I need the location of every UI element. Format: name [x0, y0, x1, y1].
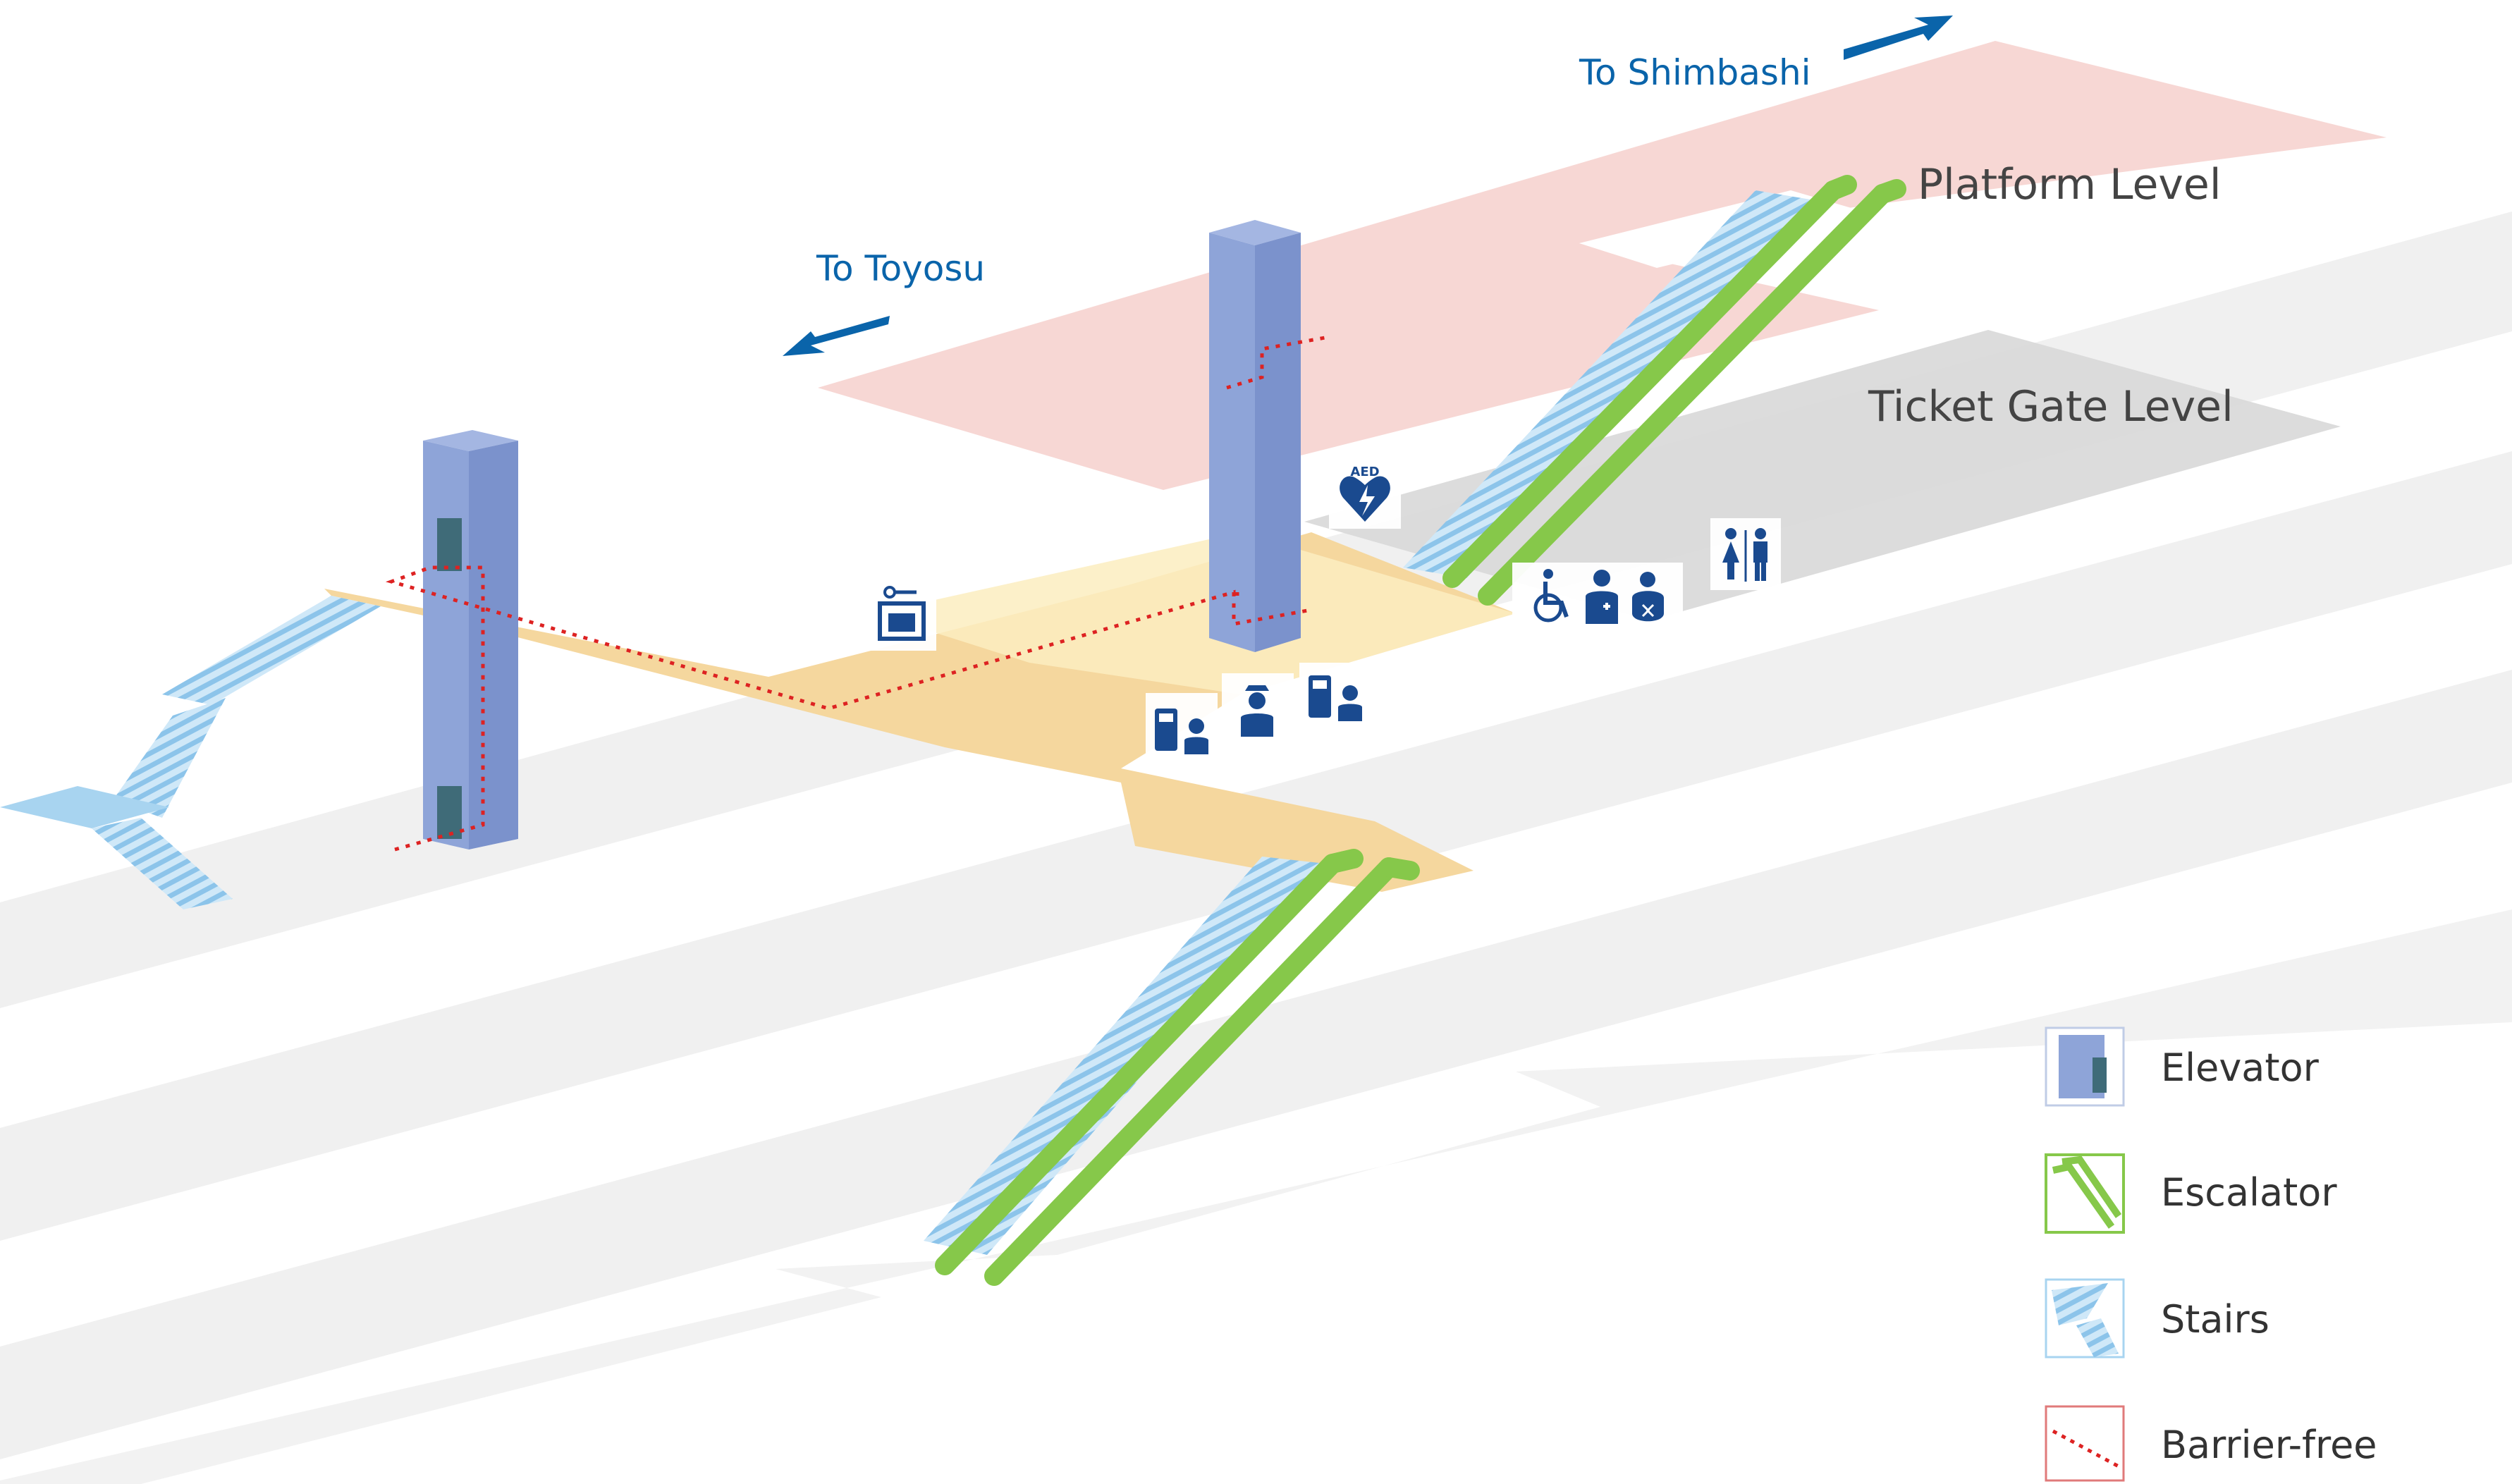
- upper-escalator: [1442, 175, 1906, 606]
- upper-stairs: [1403, 190, 1819, 578]
- aed-icon: AED: [1329, 457, 1401, 529]
- locker-icon: [866, 578, 936, 651]
- ticket-gate-level-plane: [1304, 330, 2341, 620]
- legend-elevator: Elevator: [2045, 1026, 2320, 1107]
- svg-text:AED: AED: [1350, 465, 1379, 479]
- legend-escalator: Escalator: [2045, 1153, 2337, 1234]
- arrow-northeast-icon: [1844, 16, 1953, 60]
- barrier-free-route: [385, 335, 1330, 852]
- to-toyosu: To Toyosu: [783, 248, 985, 356]
- direction-label-toyosu: To Toyosu: [816, 248, 985, 289]
- multipurpose-toilet-icon: [1512, 563, 1683, 633]
- legend-escalator-label: Escalator: [2161, 1170, 2337, 1215]
- legend-stairs: Stairs: [2045, 1278, 2269, 1359]
- station-staff-icon: [1222, 673, 1294, 745]
- legend-stairs-label: Stairs: [2161, 1297, 2269, 1342]
- arrow-southwest-icon: [783, 316, 890, 356]
- to-shimbashi: To Shimbashi: [1579, 16, 1953, 93]
- left-stairs: [0, 596, 381, 909]
- restroom-icon: [1710, 518, 1781, 590]
- lower-escalator: [935, 849, 1420, 1286]
- center-elevator: [1209, 220, 1301, 652]
- legend-barrier-free: Barrier-free: [2045, 1405, 2377, 1482]
- legend-elevator-label: Elevator: [2161, 1045, 2320, 1090]
- lower-stairs: [924, 857, 1325, 1255]
- platform-level-label: Platform Level: [1918, 160, 2222, 209]
- direction-label-shimbashi: To Shimbashi: [1579, 52, 1811, 93]
- ticket-gate-level-label: Ticket Gate Level: [1868, 382, 2234, 431]
- ticket-machine-icon: [1146, 693, 1218, 766]
- legend: Elevator Escalator Stairs Barrier-free: [2045, 1026, 2377, 1482]
- fare-adjustment-icon: [1299, 663, 1371, 735]
- left-elevator: [423, 430, 518, 850]
- legend-barrier-free-label: Barrier-free: [2161, 1423, 2377, 1467]
